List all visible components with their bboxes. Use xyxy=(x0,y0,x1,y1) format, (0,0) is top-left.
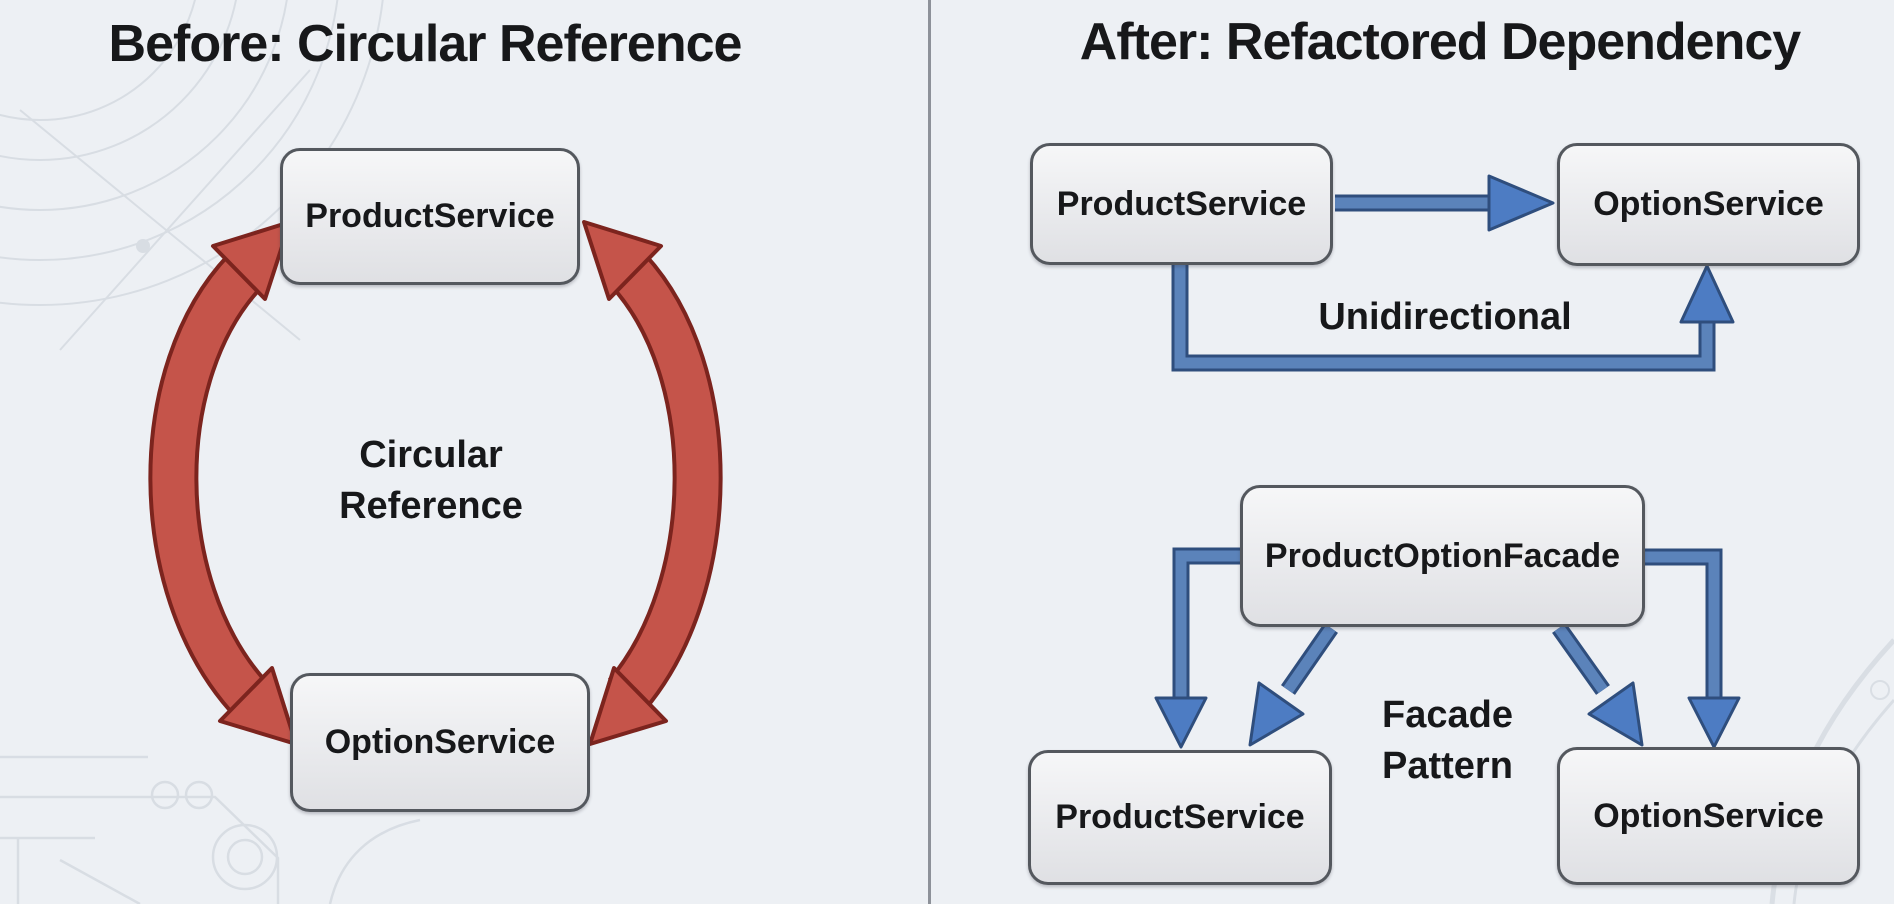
red-arrowhead-bottom-left xyxy=(218,666,298,746)
blue-arrowhead-up xyxy=(1679,264,1735,324)
facade-arrowhead-down-right xyxy=(1687,696,1741,749)
node-label: ProductService xyxy=(305,197,555,235)
node-after-option-service-top: OptionService xyxy=(1557,143,1860,266)
node-before-product-service: ProductService xyxy=(280,148,580,285)
before-panel-title: Before: Circular Reference xyxy=(108,15,743,73)
facade-pattern-label-line2: Pattern xyxy=(1382,745,1513,787)
node-product-option-facade: ProductOptionFacade xyxy=(1240,485,1645,627)
facade-right-diagonal-fill xyxy=(1554,624,1608,694)
after-panel-title: After: Refactored Dependency xyxy=(1079,13,1801,71)
node-before-option-service: OptionService xyxy=(290,673,590,812)
blue-arrow-elbow-fill xyxy=(1174,265,1713,369)
facade-pattern-label-line1: Facade xyxy=(1382,694,1513,736)
node-label: ProductService xyxy=(1056,184,1307,223)
panel-divider xyxy=(928,0,931,904)
node-after-product-service-bottom: ProductService xyxy=(1028,750,1332,885)
circular-reference-label: Circular Reference xyxy=(281,430,581,532)
facade-left-elbow xyxy=(1172,547,1240,700)
red-arc-right-fill xyxy=(610,255,719,709)
red-arc-left-fill xyxy=(152,255,264,709)
background-pattern-top-left xyxy=(0,0,384,351)
facade-arrowhead-diag-left xyxy=(1248,681,1305,747)
node-label: OptionService xyxy=(1593,185,1824,223)
node-label: ProductOptionFacade xyxy=(1264,536,1621,575)
circular-reference-arrows xyxy=(148,220,723,746)
red-arrowhead-top-right xyxy=(582,220,663,301)
background-pattern-bottom-left xyxy=(0,755,421,904)
node-label: OptionService xyxy=(324,723,556,761)
facade-arrowhead-down-left xyxy=(1154,696,1208,749)
node-label: ProductService xyxy=(1055,798,1305,836)
node-after-option-service-bottom: OptionService xyxy=(1557,747,1860,885)
blue-arrowhead-right xyxy=(1487,174,1555,232)
facade-left-elbow-fill xyxy=(1175,550,1240,700)
facade-arrowhead-diag-right xyxy=(1587,681,1644,747)
facade-right-elbow xyxy=(1645,548,1723,700)
facade-arrows xyxy=(1154,547,1741,749)
facade-pattern-label: Facade Pattern xyxy=(1382,690,1513,792)
red-arrowhead-bottom-right xyxy=(588,666,668,746)
unidirectional-arrows xyxy=(1171,174,1735,372)
facade-right-elbow-fill xyxy=(1645,551,1720,700)
facade-left-diagonal-fill xyxy=(1283,624,1336,694)
node-after-product-service-top: ProductService xyxy=(1030,143,1333,265)
red-arrowhead-top-left xyxy=(211,220,292,301)
unidirectional-label: Unidirectional xyxy=(1318,296,1572,338)
node-label: OptionService xyxy=(1593,796,1824,835)
circular-reference-label-line2: Reference xyxy=(339,485,523,527)
circular-reference-label-line1: Circular xyxy=(359,434,503,476)
